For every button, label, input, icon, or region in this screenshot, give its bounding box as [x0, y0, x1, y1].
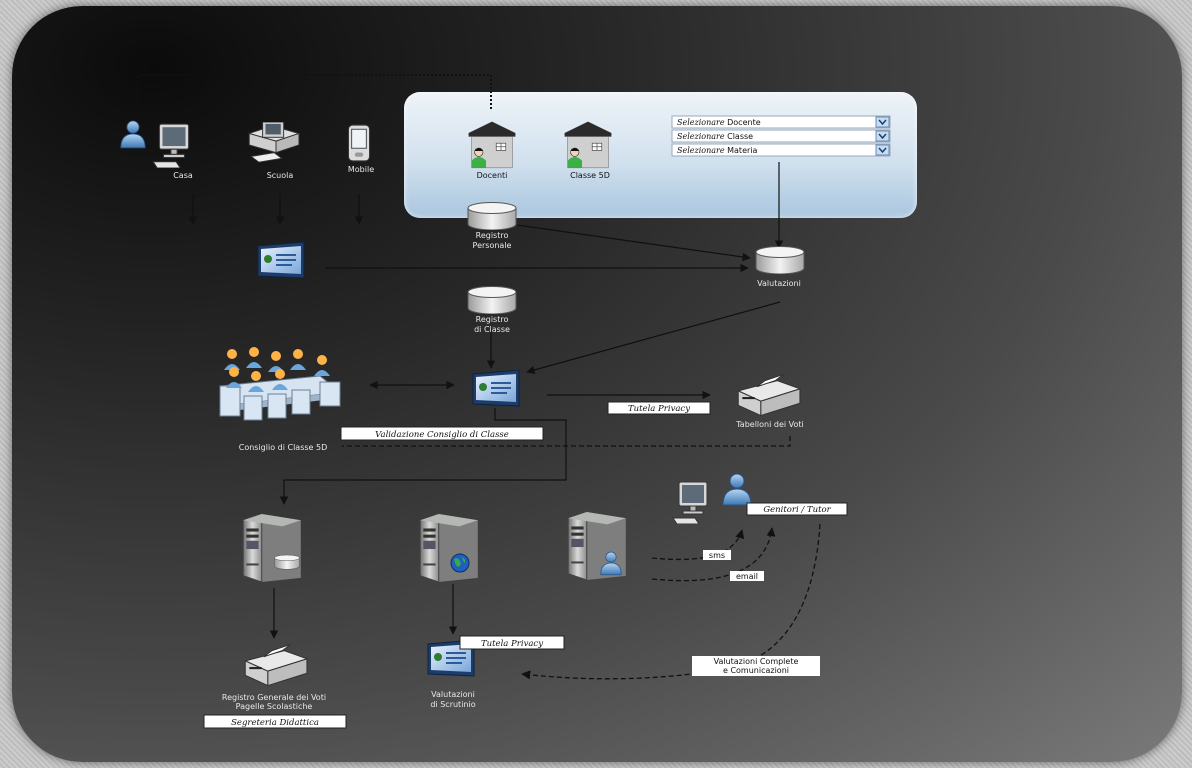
- valutazioni-label: Valutazioni: [757, 279, 801, 288]
- arrow-valutazioni-to-validation: [526, 301, 781, 375]
- login-dotted-line: [137, 74, 492, 114]
- council-meeting-icon: [219, 346, 341, 421]
- svg-text:sms: sms: [709, 551, 725, 560]
- database-registro-personale-icon: [467, 202, 517, 230]
- arrow-to-segreteria: [279, 408, 567, 505]
- selector-materia[interactable]: Selezionare Materia: [671, 143, 891, 157]
- server-web-icon: [419, 513, 479, 583]
- school-pc-icon: [248, 122, 300, 163]
- classe-label: Classe 5D: [570, 171, 610, 180]
- house-docenti-icon: [468, 121, 516, 169]
- svg-text:Valutazioni Complete: Valutazioni Complete: [714, 657, 799, 666]
- svg-text:Tutela Privacy: Tutela Privacy: [628, 404, 690, 414]
- database-registro-classe-icon: [467, 286, 517, 314]
- parent-computer-icon: [672, 481, 708, 524]
- validation-screen-icon: [472, 370, 520, 407]
- genitori-tag: Genitori / Tutor: [746, 502, 848, 516]
- database-valutazioni-icon: [755, 246, 805, 274]
- docenti-label: Docenti: [477, 171, 508, 180]
- scrutinio-label-2: di Scrutinio: [430, 700, 475, 709]
- privacy-tag-bottom: Tutela Privacy: [459, 635, 565, 650]
- svg-text:Selezionare Materia: Selezionare Materia: [677, 146, 758, 155]
- registro-generale-label-1: Registro Generale dei Voti: [222, 693, 326, 702]
- registro-classe-label-2: di Classe: [474, 325, 510, 334]
- svg-text:Genitori / Tutor: Genitori / Tutor: [763, 505, 831, 515]
- registro-classe-label-1: Registro: [476, 315, 509, 324]
- complete-tag: Valutazioni Complete e Comunicazioni: [692, 656, 820, 676]
- council-label: Consiglio di Classe 5D: [239, 443, 328, 452]
- mobile-label: Mobile: [348, 165, 374, 174]
- validation-tag: Validazione Consiglio di Classe: [340, 426, 544, 441]
- chevron-down-icon[interactable]: [875, 116, 890, 128]
- registro-personale-label-1: Registro: [476, 231, 509, 240]
- mobile-phone-icon: [347, 124, 371, 162]
- casa-label: Casa: [173, 171, 193, 180]
- globe-icon: [450, 553, 470, 573]
- svg-text:e Comunicazioni: e Comunicazioni: [723, 666, 789, 675]
- printer-registro-icon: [244, 643, 308, 687]
- svg-text:Tutela Privacy: Tutela Privacy: [481, 639, 543, 649]
- email-tag: email: [730, 571, 764, 581]
- arrow-personale-to-valutazioni: [516, 224, 751, 262]
- selector-docente[interactable]: Selezionare Docente: [671, 115, 891, 129]
- segreteria-tag: Segreteria Didattica: [203, 714, 347, 729]
- dashed-tabelloni-council: [342, 436, 791, 447]
- server-db-badge-icon: [274, 554, 300, 570]
- web-page-icon: [257, 242, 305, 279]
- chevron-down-icon[interactable]: [875, 130, 890, 142]
- scrutinio-label-1: Valutazioni: [431, 690, 475, 699]
- registro-personale-label-2: Personale: [473, 241, 512, 250]
- registro-generale-label-2: Pagelle Scolastiche: [236, 702, 313, 711]
- flow-diagram: Selezionare Docente Selezionare Classe S…: [120, 74, 891, 729]
- svg-text:email: email: [736, 572, 758, 581]
- dashed-complete-to-scrutinio: [521, 523, 821, 680]
- svg-text:Selezionare Classe: Selezionare Classe: [677, 132, 753, 141]
- svg-text:Validazione Consiglio di Class: Validazione Consiglio di Classe: [375, 430, 509, 440]
- privacy-tag-top: Tutela Privacy: [607, 401, 711, 415]
- desktop-computer-icon: [152, 123, 190, 168]
- diagram-board: Selezionare Docente Selezionare Classe S…: [12, 6, 1182, 762]
- svg-text:Segreteria Didattica: Segreteria Didattica: [231, 718, 319, 728]
- user-icon: [120, 120, 146, 149]
- chevron-down-icon[interactable]: [875, 144, 890, 156]
- scuola-label: Scuola: [267, 171, 294, 180]
- server-database-icon: [242, 513, 302, 583]
- tabelloni-label: Tabelloni dei Voti: [735, 420, 804, 429]
- sms-tag: sms: [703, 550, 731, 560]
- svg-text:Selezionare Docente: Selezionare Docente: [677, 118, 761, 127]
- email-dashed-arrow: [651, 527, 776, 582]
- selector-classe[interactable]: Selezionare Classe: [671, 129, 891, 143]
- parent-person-icon: [722, 473, 752, 506]
- house-classe-icon: [564, 121, 612, 169]
- printer-tabelloni-icon: [737, 373, 801, 417]
